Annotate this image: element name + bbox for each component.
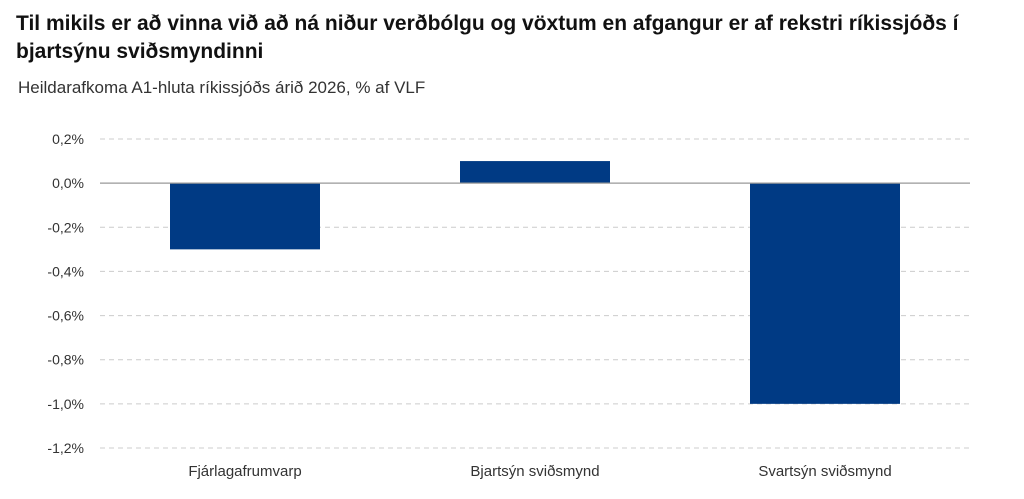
bar: [170, 183, 320, 250]
bar: [460, 161, 610, 184]
y-tick-label: -0,8%: [47, 352, 84, 368]
y-tick-label: -1,2%: [47, 440, 84, 456]
y-tick-label: 0,0%: [52, 175, 84, 191]
bar: [750, 183, 900, 404]
y-tick-label: -1,0%: [47, 396, 84, 412]
x-category-label: Svartsýn sviðsmynd: [758, 463, 891, 480]
x-category-label: Fjárlagafrumvarp: [188, 463, 301, 480]
y-tick-label: -0,4%: [47, 263, 84, 279]
chart-subtitle: Heildarafkoma A1-hluta ríkissjóðs árið 2…: [18, 78, 426, 97]
y-axis-ticks: 0,2% 0,0% -0,2% -0,4% -0,6% -0,8% -1,0% -1,2%: [47, 131, 84, 456]
bars: [170, 161, 900, 404]
chart-title: Til mikils er að vinna við að ná niður v…: [16, 12, 959, 63]
x-category-label: Bjartsýn sviðsmynd: [470, 463, 599, 480]
y-tick-label: 0,2%: [52, 131, 84, 147]
x-axis-categories: Fjárlagafrumvarp Bjartsýn sviðsmynd Svarts…: [188, 463, 891, 480]
y-tick-label: -0,6%: [47, 308, 84, 324]
y-tick-label: -0,2%: [47, 219, 84, 235]
